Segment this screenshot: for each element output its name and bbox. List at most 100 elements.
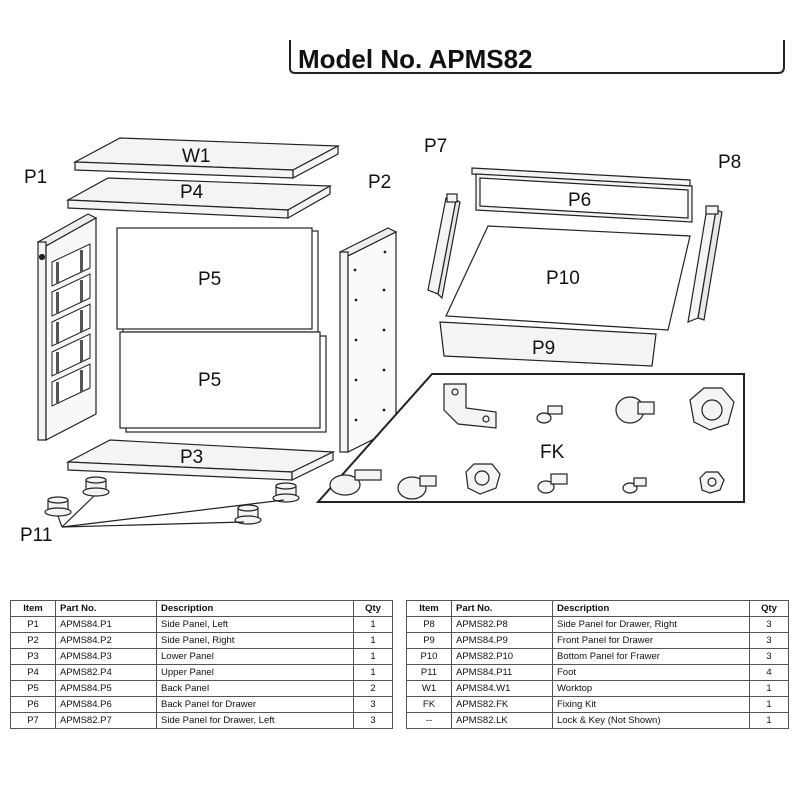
- label-p9: P9: [532, 338, 555, 359]
- label-p1: P1: [24, 167, 47, 188]
- cell-qty: 3: [353, 712, 393, 729]
- label-w1: W1: [182, 146, 211, 167]
- model-number-box: Model No. APMS82: [289, 40, 785, 74]
- cell-item: W1: [406, 680, 452, 697]
- drawer-side-panel-left-p7: [427, 193, 461, 300]
- cell-qty: 3: [353, 696, 393, 713]
- cell-item: P8: [406, 616, 452, 633]
- cell-description: Upper Panel: [156, 664, 354, 681]
- cell-qty: 2: [353, 680, 393, 697]
- label-p5-bottom: P5: [198, 370, 221, 391]
- cell-qty: 1: [749, 696, 789, 713]
- lower-panel-p3: [65, 439, 336, 481]
- cell-description: Back Panel: [156, 680, 354, 697]
- label-p4: P4: [180, 182, 204, 203]
- cell-qty: 1: [353, 648, 393, 665]
- cell-item: P4: [10, 664, 56, 681]
- header-qty: Qty: [749, 600, 789, 617]
- label-p7: P7: [424, 136, 447, 157]
- cell-description: Bottom Panel for Frawer: [552, 648, 750, 665]
- header-description: Description: [552, 600, 750, 617]
- cell-description: Side Panel, Right: [156, 632, 354, 649]
- cell-item: P11: [406, 664, 452, 681]
- worktop-w1: [72, 137, 341, 179]
- cell-item: P2: [10, 632, 56, 649]
- table-header-row: Item Part No. Description Qty: [10, 600, 393, 617]
- cell-description: Lock & Key (Not Shown): [552, 712, 750, 729]
- cell-item: P3: [10, 648, 56, 665]
- label-p2: P2: [368, 172, 391, 193]
- cell-part-no: APMS84.P11: [451, 664, 553, 681]
- cell-item: P5: [10, 680, 56, 697]
- cell-item: P10: [406, 648, 452, 665]
- cell-part-no: APMS84.P6: [55, 696, 157, 713]
- back-panel-p5-top: [116, 227, 319, 333]
- cell-qty: 1: [353, 664, 393, 681]
- cell-part-no: APMS84.P5: [55, 680, 157, 697]
- cell-qty: 1: [353, 616, 393, 633]
- feet-leader-lines: [57, 495, 285, 528]
- back-panel-p5-bottom: [119, 331, 327, 433]
- label-fk: FK: [540, 442, 565, 463]
- label-p10: P10: [546, 268, 580, 289]
- cell-part-no: APMS82.P7: [55, 712, 157, 729]
- cell-part-no: APMS82.LK: [451, 712, 553, 729]
- cell-description: Side Panel, Left: [156, 616, 354, 633]
- cell-part-no: APMS82.P10: [451, 648, 553, 665]
- label-p11: P11: [20, 525, 52, 546]
- header-description: Description: [156, 600, 354, 617]
- cell-part-no: APMS82.P8: [451, 616, 553, 633]
- fixing-kit-box: [315, 373, 745, 503]
- feet-p11: [44, 476, 300, 525]
- side-panel-right-p2: [338, 227, 398, 453]
- cell-qty: 3: [749, 616, 789, 633]
- drawer-side-panel-right-p8: [687, 205, 723, 323]
- cell-qty: 1: [353, 632, 393, 649]
- label-p8: P8: [718, 152, 741, 173]
- cell-item: P7: [10, 712, 56, 729]
- cell-item: FK: [406, 696, 452, 713]
- cell-description: Back Panel for Drawer: [156, 696, 354, 713]
- cell-qty: 1: [749, 712, 789, 729]
- header-item: Item: [406, 600, 452, 617]
- label-p5-top: P5: [198, 269, 221, 290]
- header-part-no: Part No.: [55, 600, 157, 617]
- cell-qty: 3: [749, 632, 789, 649]
- drawer-bottom-panel-p10: [445, 225, 691, 331]
- cell-description: Foot: [552, 664, 750, 681]
- cell-part-no: APMS84.W1: [451, 680, 553, 697]
- drawer-back-panel-p6: [471, 167, 693, 223]
- cell-part-no: APMS82.FK: [451, 696, 553, 713]
- cell-description: Front Panel for Drawer: [552, 632, 750, 649]
- table-header-row: Item Part No. Description Qty: [406, 600, 789, 617]
- cell-description: Worktop: [552, 680, 750, 697]
- cell-description: Fixing Kit: [552, 696, 750, 713]
- side-panel-left-p1: [36, 213, 98, 441]
- cell-part-no: APMS84.P2: [55, 632, 157, 649]
- cell-part-no: APMS84.P3: [55, 648, 157, 665]
- header-item: Item: [10, 600, 56, 617]
- cell-item: --: [406, 712, 452, 729]
- header-qty: Qty: [353, 600, 393, 617]
- label-p3: P3: [180, 447, 203, 468]
- cell-item: P1: [10, 616, 56, 633]
- drawer-front-panel-p9: [439, 321, 657, 367]
